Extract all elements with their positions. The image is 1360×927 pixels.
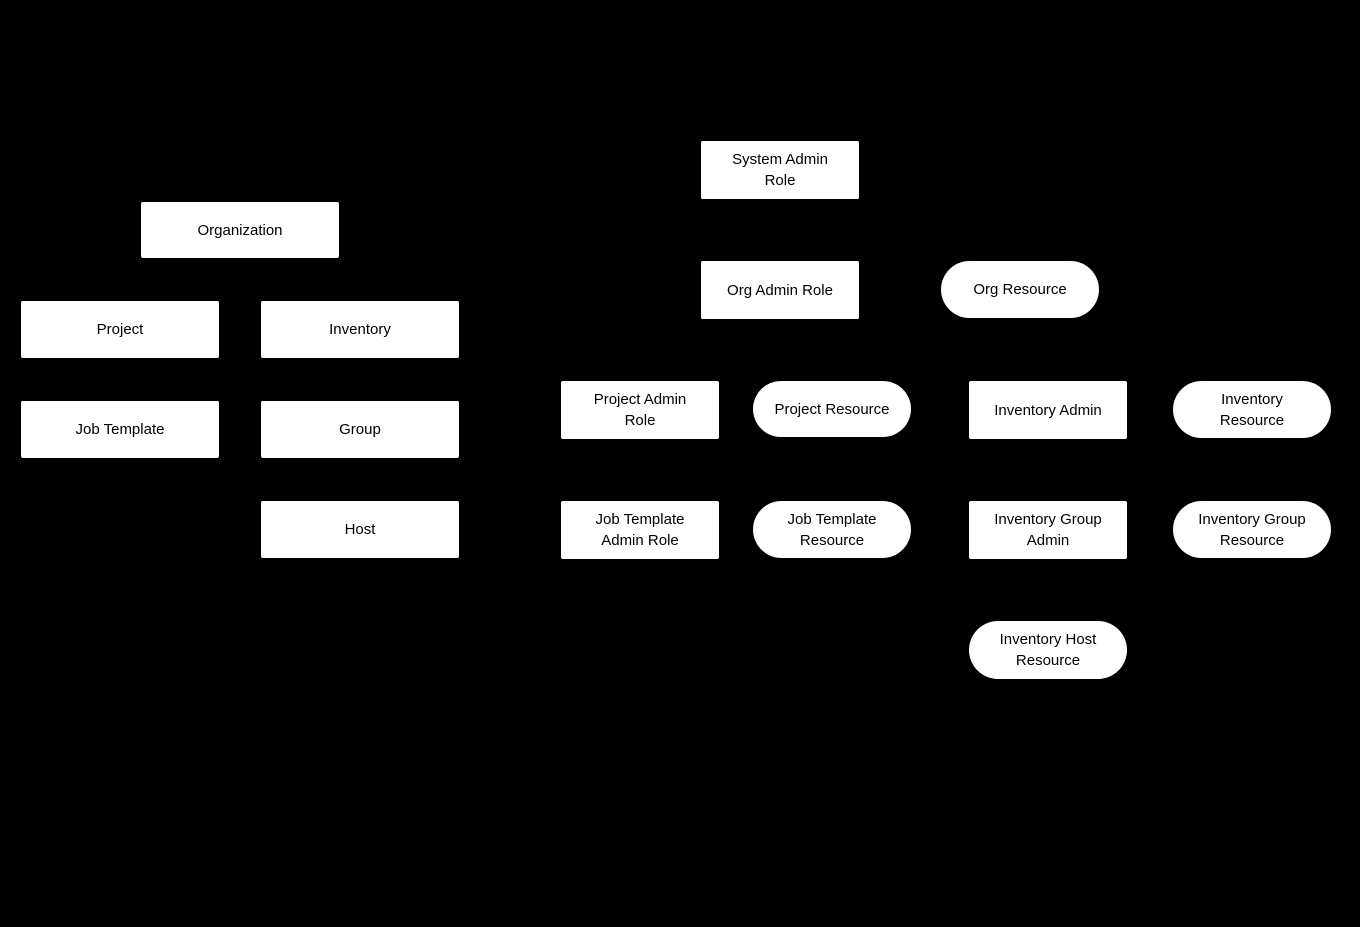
node-inventory-host-resource: Inventory Host Resource — [969, 621, 1127, 679]
node-job-template: Job Template — [21, 401, 219, 458]
node-job-template-resource: Job Template Resource — [753, 501, 911, 558]
node-label: Project — [96, 321, 144, 338]
node-label: Job Template Resource — [787, 510, 877, 549]
node-job-template-admin-role: Job Template Admin Role — [561, 501, 719, 559]
node-inventory-group-admin: Inventory Group Admin — [969, 501, 1127, 559]
node-label: Organization — [197, 221, 283, 239]
node-inventory-admin: Inventory Admin — [969, 381, 1127, 439]
node-org-resource: Org Resource — [941, 261, 1099, 318]
node-group: Group — [261, 401, 459, 458]
node-label: Inventory Admin — [994, 401, 1102, 419]
node-project: Project — [21, 301, 219, 358]
node-label: Inventory Group Resource — [1198, 510, 1306, 549]
node-inventory-resource: Inventory Resource — [1173, 381, 1331, 438]
node-label: Org Resource — [973, 281, 1067, 298]
node-host: Host — [261, 501, 459, 558]
node-label: System Admin Role — [732, 151, 828, 189]
node-inventory-group-resource: Inventory Group Resource — [1173, 501, 1331, 558]
node-system-admin-role: System Admin Role — [701, 141, 859, 199]
node-label: Inventory Resource — [1219, 390, 1285, 429]
node-label: Project Admin Role — [593, 391, 687, 429]
node-project-admin-role: Project Admin Role — [561, 381, 719, 439]
node-label: Inventory Group Admin — [994, 511, 1102, 549]
node-inventory: Inventory — [261, 301, 459, 358]
node-label: Job Template Admin Role — [595, 511, 685, 549]
node-organization: Organization — [141, 202, 339, 258]
node-label: Job Template — [75, 421, 165, 438]
node-label: Host — [344, 521, 376, 538]
node-label: Project Resource — [774, 400, 890, 418]
node-label: Org Admin Role — [727, 281, 833, 299]
node-org-admin-role: Org Admin Role — [701, 261, 859, 319]
node-label: Inventory — [329, 321, 391, 338]
node-label: Inventory Host Resource — [999, 631, 1097, 669]
node-label: Group — [339, 421, 381, 438]
node-project-resource: Project Resource — [753, 381, 911, 437]
